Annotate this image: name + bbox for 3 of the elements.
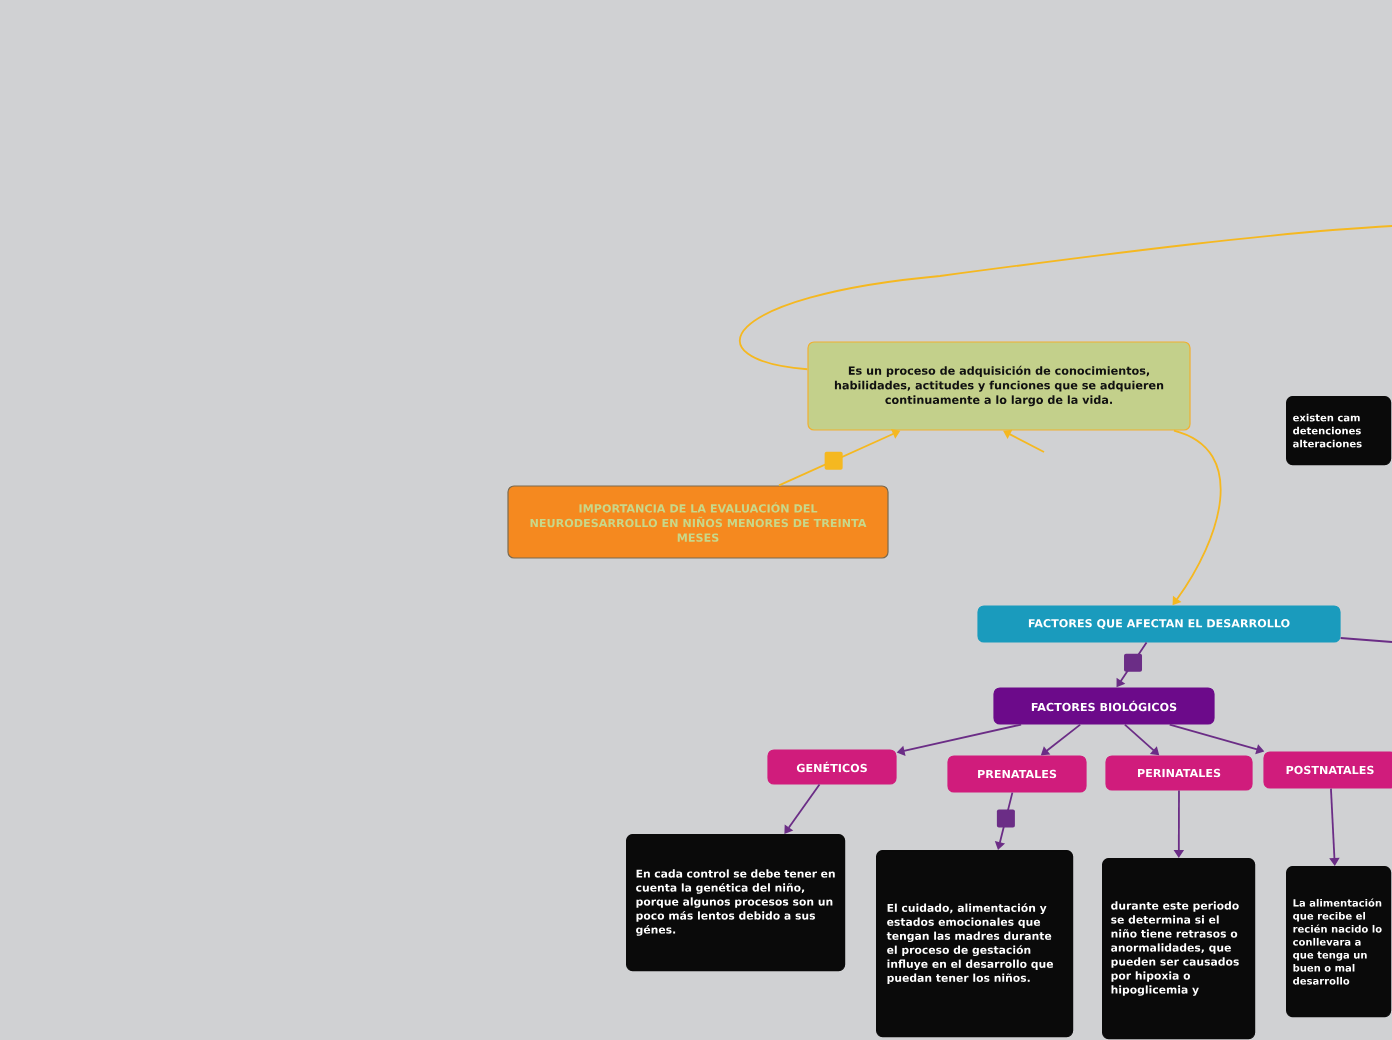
connector-line [1339, 637, 1392, 643]
arrow [784, 783, 821, 834]
connector-line [739, 225, 1392, 371]
